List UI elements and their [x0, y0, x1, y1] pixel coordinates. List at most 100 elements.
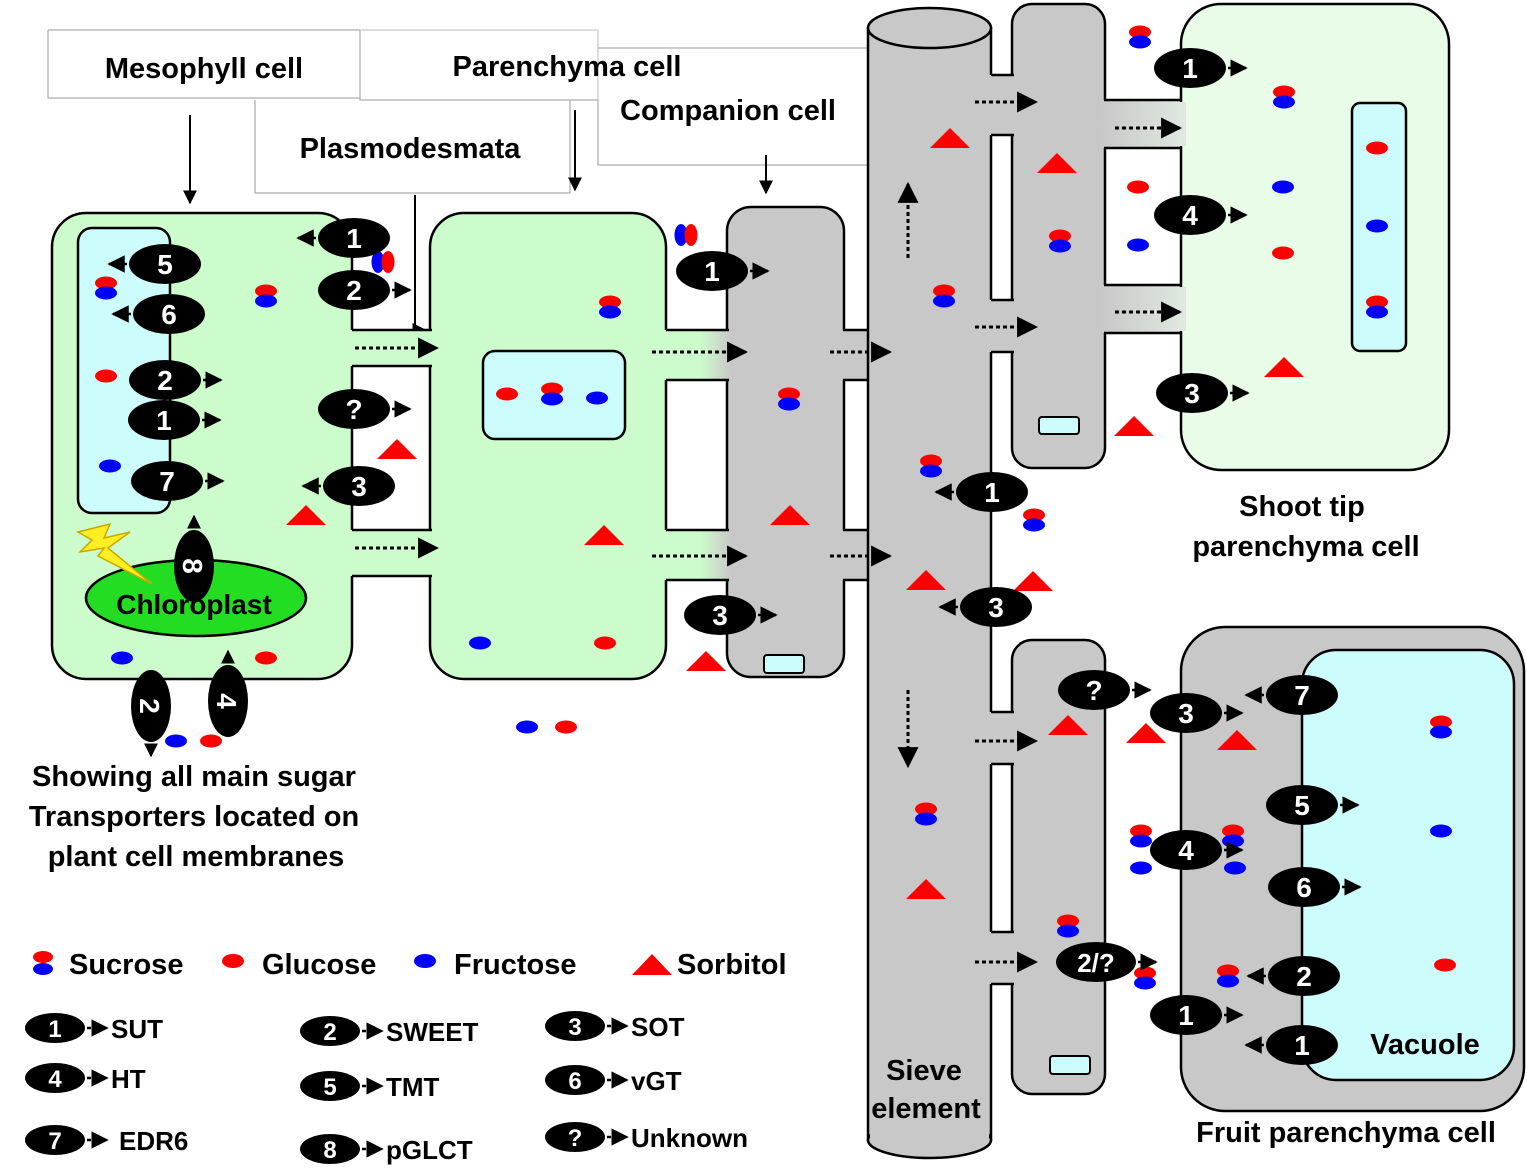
transporter-1: 1	[934, 472, 1028, 512]
sorbitol-icon	[1037, 153, 1077, 173]
svg-text:2/?: 2/?	[1077, 948, 1115, 978]
label-sieve-1: Sieve	[886, 1055, 962, 1087]
fructose-icon	[99, 459, 121, 473]
svg-text:1: 1	[1178, 1000, 1194, 1031]
transporter-2: 2	[318, 270, 412, 310]
sugar-molecules	[95, 25, 1456, 990]
svg-text:2: 2	[346, 275, 362, 306]
sorbitol-icon	[1048, 715, 1088, 735]
transporter-6: 6	[111, 294, 205, 334]
svg-text:3: 3	[351, 471, 367, 502]
svg-text:EDR6: EDR6	[119, 1126, 188, 1156]
label-mesophyll: Mesophyll cell	[105, 53, 303, 85]
companion-cell	[725, 205, 846, 679]
light-bolt-icon	[76, 522, 153, 585]
svg-text:1: 1	[346, 223, 362, 254]
label-plasmodesmata: Plasmodesmata	[300, 133, 522, 165]
sucrose-icon	[1430, 715, 1452, 729]
sucrose-icon	[1366, 305, 1388, 319]
sucrose-icon	[1217, 964, 1239, 978]
svg-text:5: 5	[1294, 790, 1310, 821]
glucose-icon	[255, 651, 277, 665]
fructose-icon	[1130, 861, 1152, 875]
transporter-3: 3	[301, 466, 395, 506]
sucrose-icon	[1430, 725, 1452, 739]
sucrose-icon	[1057, 924, 1079, 938]
fructose-icon	[1272, 180, 1294, 194]
svg-text:3: 3	[568, 1014, 581, 1041]
svg-text:5: 5	[323, 1074, 336, 1101]
sucrose-icon	[95, 286, 117, 300]
label-companion: Companion cell	[620, 95, 836, 127]
sucrose-icon	[255, 284, 277, 298]
svg-text:?: ?	[345, 394, 362, 425]
sorbitol-icon	[1126, 723, 1166, 743]
sucrose-legend-icon	[33, 951, 53, 963]
svg-text:1: 1	[48, 1016, 61, 1043]
svg-text:2: 2	[1296, 961, 1312, 992]
svg-text:6: 6	[568, 1068, 581, 1095]
sucrose-icon	[1134, 976, 1156, 990]
caption-line-2: Transporters located on	[29, 801, 359, 833]
sucrose-icon	[1217, 974, 1239, 988]
transporter-4: 4	[208, 649, 248, 737]
sucrose-icon	[1130, 834, 1152, 848]
svg-text:4: 4	[48, 1066, 62, 1093]
sorbitol-legend-icon	[632, 954, 672, 975]
svg-text:7: 7	[159, 466, 175, 497]
sorbitol-icon	[930, 128, 970, 148]
glucose-icon	[1366, 141, 1388, 155]
transporter-3: 3	[938, 587, 1032, 627]
sorbitol-icon	[1264, 357, 1304, 377]
sucrose-icon	[778, 397, 800, 411]
fructose-legend-icon	[414, 954, 436, 968]
parenchyma-cell	[428, 211, 668, 681]
svg-text:2: 2	[323, 1019, 336, 1046]
svg-text:?: ?	[1085, 675, 1102, 706]
mesophyll-cell	[50, 211, 354, 681]
companion-cell-upper	[987, 2, 1185, 470]
svg-text:SUT: SUT	[111, 1014, 163, 1044]
svg-text:1: 1	[984, 477, 1000, 508]
transporter-1: 1	[676, 251, 770, 291]
svg-text:3: 3	[1184, 378, 1200, 409]
transporter-7: 7	[1244, 675, 1338, 715]
sucrose-icon	[1023, 518, 1045, 532]
transporter-2: 2	[129, 360, 223, 400]
svg-text:3: 3	[1178, 698, 1194, 729]
svg-text:1: 1	[704, 256, 720, 287]
fructose-icon	[1430, 824, 1452, 838]
glucose-icon	[1127, 180, 1149, 194]
glucose-icon	[1434, 958, 1456, 972]
sorbitol-icon	[1217, 730, 1257, 750]
sucrose-icon	[933, 284, 955, 298]
svg-text:3: 3	[712, 600, 728, 631]
sucrose-icon	[381, 251, 395, 273]
caption-line-1: Showing all main sugar	[32, 761, 356, 793]
transporter-3: 3	[1150, 693, 1244, 733]
sorbitol-icon	[906, 570, 946, 590]
sucrose-icon	[255, 294, 277, 308]
svg-text:7: 7	[48, 1128, 61, 1155]
sucrose-icon	[541, 392, 563, 406]
legend-sucrose: Sucrose	[69, 949, 183, 981]
transporter-4: 4	[1154, 195, 1248, 235]
sucrose-icon	[1222, 834, 1244, 848]
sorbitol-icon	[584, 525, 624, 545]
transporter-1: 1	[128, 400, 222, 440]
sucrose-icon	[1129, 25, 1151, 39]
svg-text:SOT: SOT	[631, 1012, 685, 1042]
sucrose-icon	[915, 802, 937, 816]
fructose-icon	[586, 391, 608, 405]
fructose-icon	[516, 720, 538, 734]
transporter-7: 7	[131, 461, 225, 501]
transporter-1: 1	[1150, 995, 1244, 1035]
sucrose-icon	[1129, 35, 1151, 49]
legend-sorbitol: Sorbitol	[677, 949, 787, 981]
